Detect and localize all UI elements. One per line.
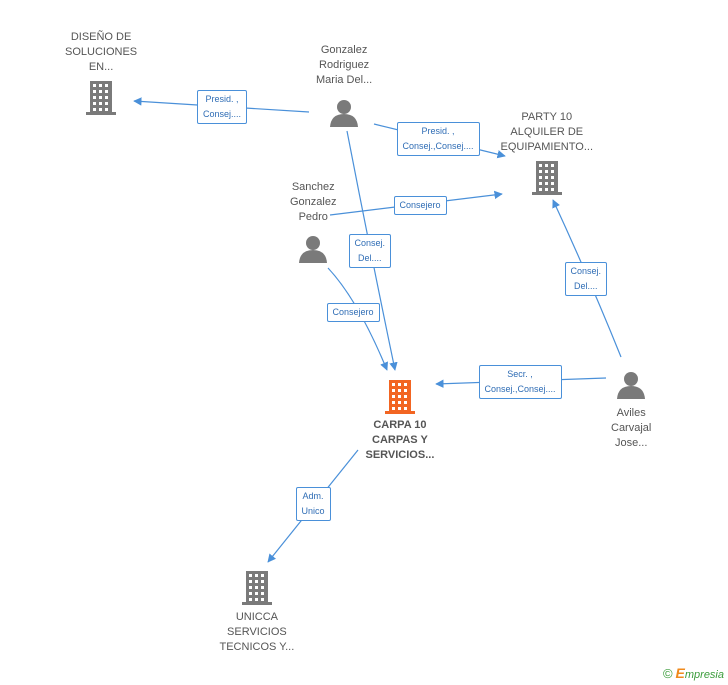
brand-logo-text: mpresia xyxy=(684,669,724,681)
person-icon-sanchez[interactable] xyxy=(299,236,327,263)
building-icon-diseno[interactable] xyxy=(86,81,116,115)
edge-label-line: Presid. , xyxy=(421,126,455,136)
node-label-line: EN... xyxy=(88,61,114,73)
node-label-line: Aviles xyxy=(616,407,646,419)
edge-label-gonzalez-to-carpa10[interactable]: Consej. Del.... xyxy=(348,234,392,268)
node-label-diseno[interactable]: DISEÑO DE SOLUCIONES EN... xyxy=(65,30,137,75)
empresia-footer[interactable]: ©Empresia xyxy=(663,665,724,681)
node-label-line: EQUIPAMIENTO... xyxy=(500,141,594,153)
edge-label-line: Consej.,Consej.... xyxy=(484,384,556,394)
node-label-line: Sanchez xyxy=(291,181,335,193)
building-icon-party10[interactable] xyxy=(532,161,562,195)
edge-label-line: Unico xyxy=(301,506,325,516)
edge-label-gonzalez-to-party10[interactable]: Presid. , Consej.,Consej.... xyxy=(396,122,480,156)
edge-label-gonzalez-to-diseno[interactable]: Presid. , Consej.... xyxy=(197,90,248,124)
node-label-line: Maria Del... xyxy=(316,74,373,86)
node-label-line: PARTY 10 xyxy=(521,111,573,123)
node-label-line: SERVICIOS xyxy=(227,626,287,638)
node-label-line: CARPA 10 xyxy=(373,419,427,431)
node-label-line: Gonzalez xyxy=(290,196,337,208)
brand-logo-e: E xyxy=(675,665,685,681)
edge-label-line: Presid. , xyxy=(205,94,239,104)
node-label-line: CARPAS Y xyxy=(372,434,428,446)
edge-label-sanchez-to-carpa10[interactable]: Consejero xyxy=(326,302,380,322)
edge-label-line: Consejero xyxy=(332,306,374,317)
edge-label-line: Del.... xyxy=(574,281,598,291)
edge-label-line: Consej.... xyxy=(203,109,242,119)
person-icon-aviles[interactable] xyxy=(617,372,645,399)
building-icon-carpa10[interactable] xyxy=(385,380,415,414)
building-icon-unicca[interactable] xyxy=(242,571,272,605)
node-label-party10[interactable]: PARTY 10 ALQUILER DE EQUIPAMIENTO... xyxy=(501,110,594,155)
node-label-line: Rodriguez xyxy=(319,59,370,71)
edge-label-line: Adm. xyxy=(302,491,324,501)
node-label-line: Pedro xyxy=(298,211,328,223)
node-label-line: SERVICIOS... xyxy=(365,449,435,461)
edge-label-line: Consej. xyxy=(570,266,602,276)
node-label-line: SOLUCIONES xyxy=(65,46,138,58)
copyright-symbol: © xyxy=(662,666,673,681)
node-label-line: Jose... xyxy=(614,437,648,449)
node-label-line: DISEÑO DE xyxy=(70,31,132,43)
node-label-line: ALQUILER DE xyxy=(510,126,584,138)
edge-label-line: Consej. xyxy=(354,238,386,248)
edge-label-line: Consej.,Consej.... xyxy=(402,141,474,151)
node-label-unicca[interactable]: UNICCA SERVICIOS TECNICOS Y... xyxy=(220,610,295,655)
node-label-line: Carvajal xyxy=(611,422,652,434)
node-label-carpa10[interactable]: CARPA 10 CARPAS Y SERVICIOS... xyxy=(366,418,435,463)
edge-label-line: Consejero xyxy=(399,199,441,210)
edge-label-line: Del.... xyxy=(358,253,382,263)
person-icon-gonzalez[interactable] xyxy=(330,100,358,127)
node-label-line: UNICCA xyxy=(235,611,278,623)
node-label-line: TECNICOS Y... xyxy=(219,641,295,653)
edge-label-carpa10-to-unicca[interactable]: Adm. Unico xyxy=(295,487,331,521)
edge-label-sanchez-to-party10[interactable]: Consejero xyxy=(393,195,447,215)
edge-label-aviles-to-carpa10[interactable]: Secr. , Consej.,Consej.... xyxy=(478,365,562,399)
edge-label-line: Secr. , xyxy=(507,369,533,379)
node-label-line: Gonzalez xyxy=(320,44,368,56)
edge-label-aviles-to-party10[interactable]: Consej. Del.... xyxy=(564,262,608,296)
